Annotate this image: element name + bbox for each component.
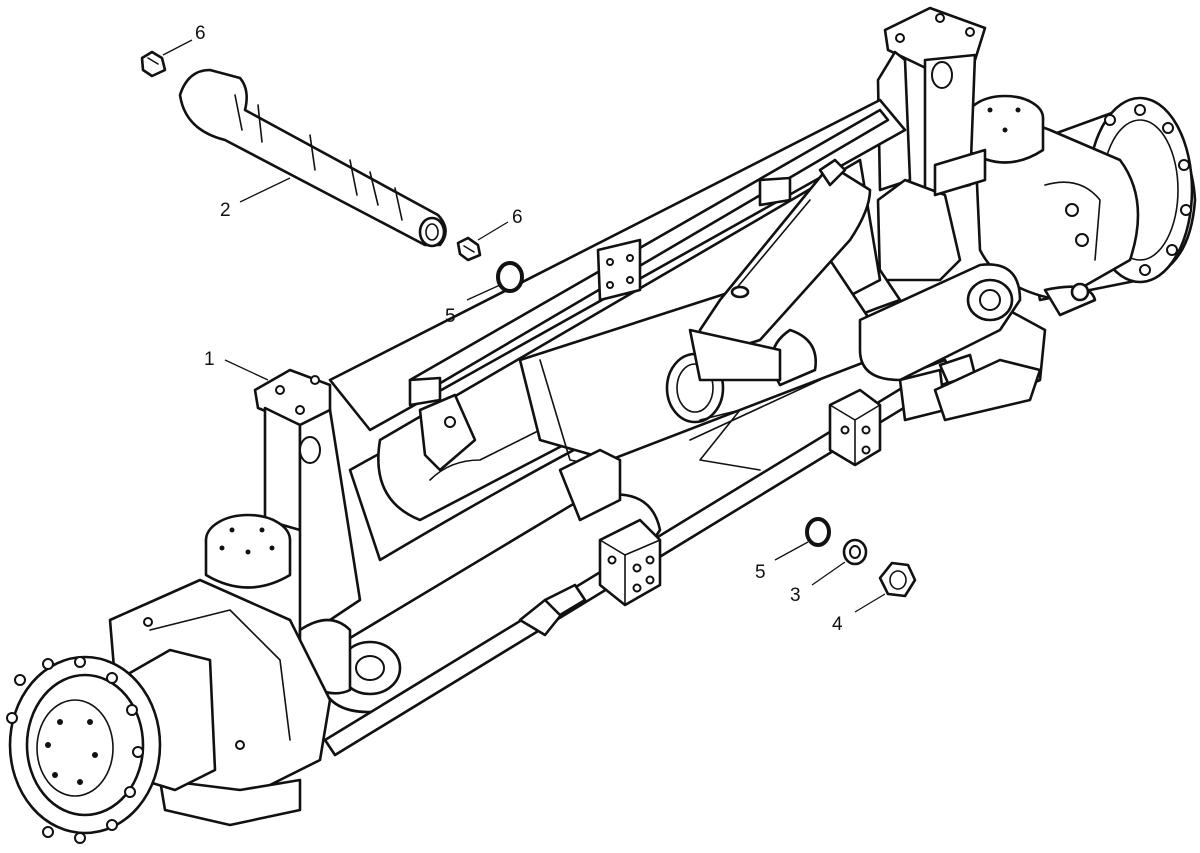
right-steering-arm: [858, 263, 1042, 422]
callout-5-lower-label: 5: [755, 562, 766, 583]
callout-1: 1: [204, 349, 269, 381]
callout-6-upper-label: 6: [195, 23, 206, 44]
right-wheel-hub: [973, 96, 1197, 302]
right-bracket: [876, 6, 987, 282]
callout-5-upper-label: 5: [445, 306, 456, 327]
left-bracket: [253, 368, 362, 642]
nut: [878, 561, 917, 598]
callout-6-lower-label: 6: [512, 207, 523, 228]
callout-1-label: 1: [204, 349, 215, 370]
callout-5-lower: 5: [755, 541, 809, 583]
steering-rod-upper: [408, 108, 890, 407]
steering-cylinder: [688, 158, 872, 382]
left-kingpin-housing: [204, 513, 292, 589]
mount-block-right: [828, 388, 882, 467]
callout-2-label: 2: [220, 200, 231, 221]
kingpin: [178, 68, 447, 248]
mount-block-center: [598, 518, 662, 607]
callout-5-upper: 5: [445, 284, 501, 327]
grease-nipple-mid: [456, 236, 482, 262]
callout-6-lower: 6: [477, 207, 523, 241]
callout-3-label: 3: [790, 585, 801, 606]
grease-nipple-top: [140, 50, 167, 78]
callout-4-label: 4: [832, 614, 843, 635]
callout-3: 3: [790, 561, 846, 606]
callout-2: 2: [220, 177, 291, 221]
clamp-plate: [418, 393, 477, 472]
callout-6-upper: 6: [162, 23, 206, 56]
callout-4: 4: [832, 593, 886, 635]
left-wheel-hub: [6, 578, 332, 844]
o-ring-lower: [805, 517, 831, 547]
o-ring-upper: [496, 261, 524, 293]
washer: [842, 538, 868, 566]
axle-assembly: [6, 6, 1197, 844]
